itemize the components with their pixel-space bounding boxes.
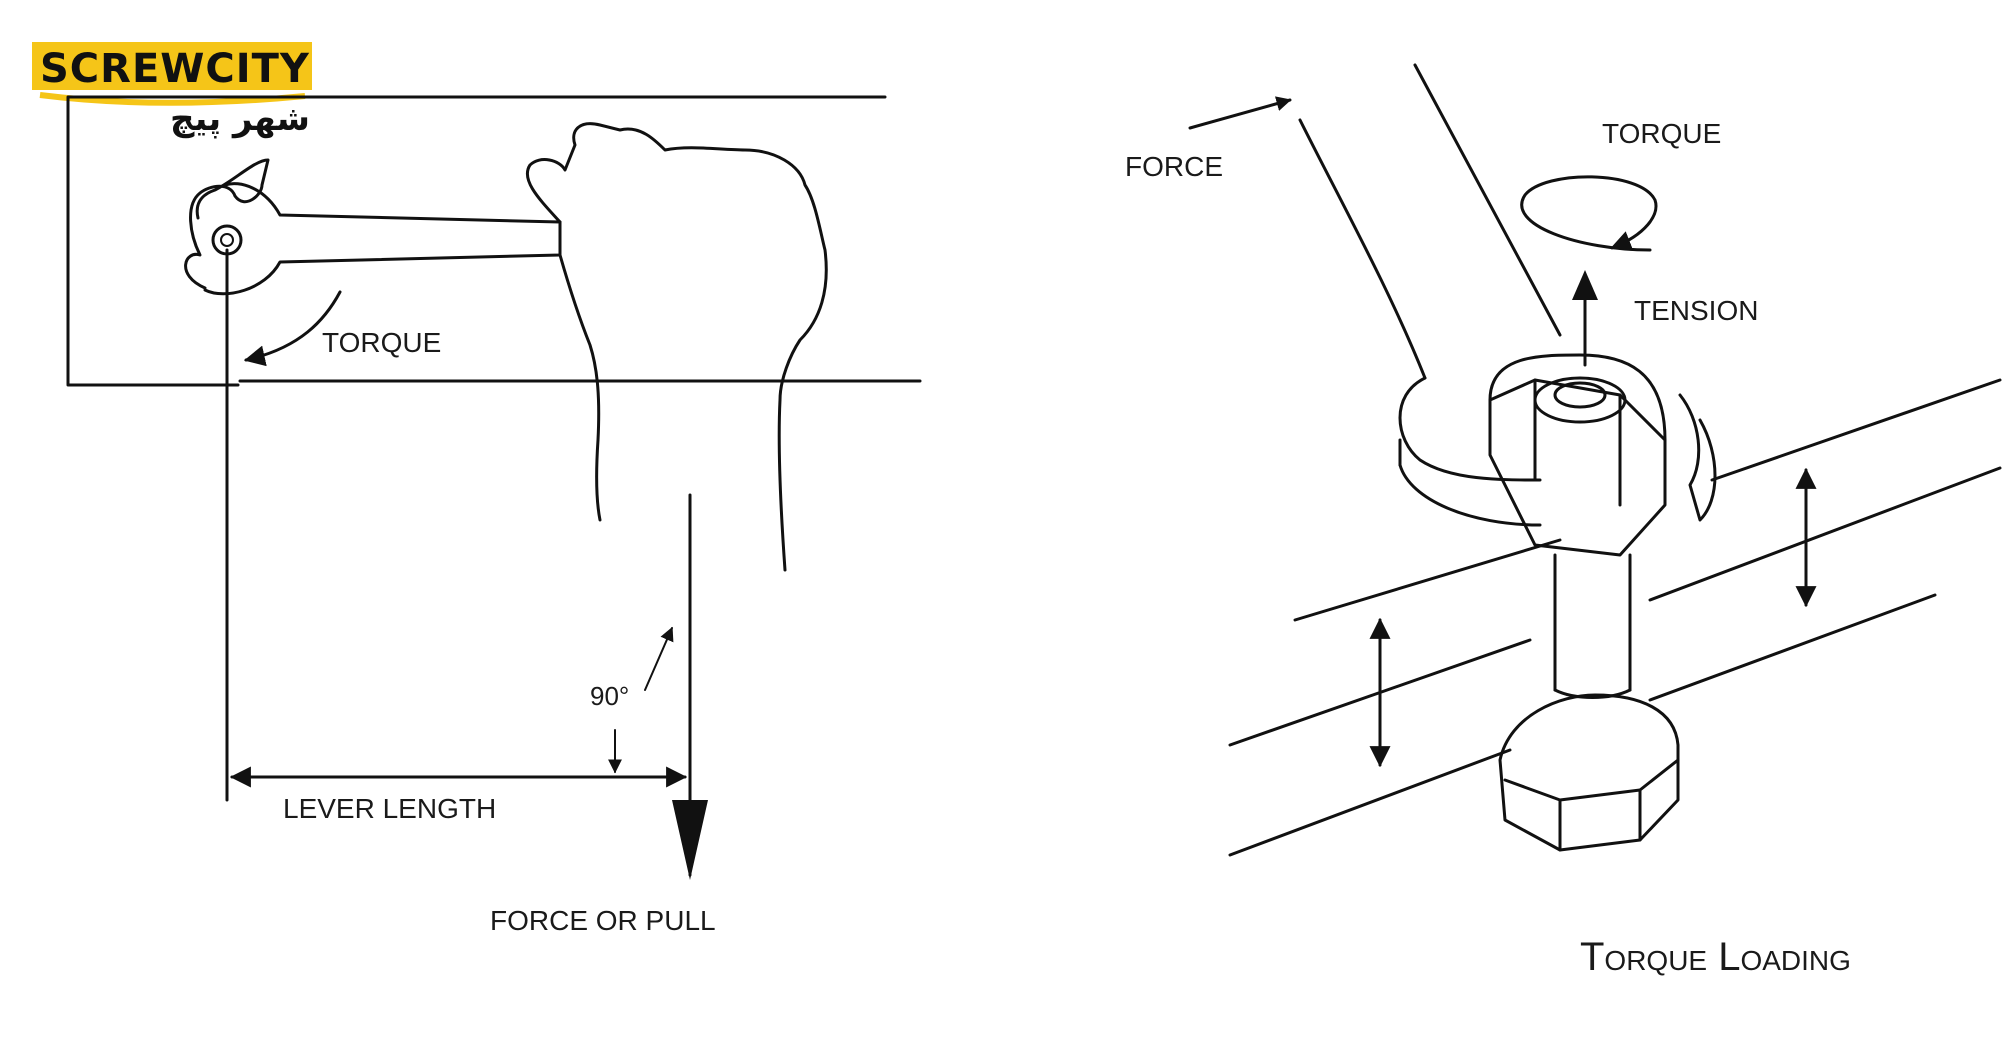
tension-arrowhead: [1572, 270, 1598, 300]
screwcity-logo: SCREWCITY شهر پیچ: [32, 42, 312, 139]
bolt-tension-diagram: FORCE TORQUE TENSION: [1125, 63, 2002, 979]
logo-wordmark: SCREWCITY: [40, 46, 310, 92]
wrench-ring-right: [1678, 393, 1717, 522]
top-nut-facets: [1533, 378, 1622, 507]
force-label: FORCE: [1125, 151, 1223, 182]
wrench-line-right: [1413, 63, 1562, 337]
angle-arrow-upper: [644, 626, 674, 691]
plate-top-left-edge: [1293, 538, 1562, 622]
force-arrow: [1188, 96, 1292, 130]
wrench-handle: [203, 182, 562, 296]
bottom-nut-facets: [1558, 788, 1642, 852]
hand-outline-left: [558, 253, 602, 522]
torque-loading-caption: Torque Loading: [1580, 935, 1851, 979]
hand-outline-right: [525, 122, 828, 572]
wrench-line-left: [1298, 118, 1427, 380]
bolt-end-inner: [1553, 381, 1607, 409]
tension-label: TENSION: [1634, 295, 1758, 326]
wrench-ring-front: [1398, 376, 1542, 482]
wrench-jaw: [184, 158, 270, 290]
lever-length-label: LEVER LENGTH: [283, 793, 496, 824]
plate-top-right-edge: [1710, 378, 2002, 482]
plate-bottom-left-edge: [1228, 748, 1512, 857]
torque-arrow: [243, 290, 342, 367]
logo-background: [32, 42, 312, 90]
bolt-end-outer: [1533, 376, 1627, 424]
wrench-ring-lower: [1398, 463, 1542, 527]
bolt-shank-bottom: [1553, 688, 1632, 699]
bolt-center: [220, 233, 234, 247]
plate-bottom-right-edge: [1648, 593, 1937, 702]
lever-diagram: TORQUE LEVER LENGTH 90° FORCE OR PULL: [66, 95, 922, 936]
bottom-nut-body: [1498, 693, 1680, 852]
logo-arabic-text: شهر پیچ: [170, 99, 310, 139]
panel-outline: [66, 95, 887, 387]
angle-label: 90°: [590, 681, 629, 711]
wrench: [184, 158, 562, 296]
torque-label-right: TORQUE: [1602, 118, 1721, 149]
top-nut-top-face: [1488, 353, 1667, 442]
torque-rotation-arrow: [1520, 175, 1658, 252]
bottom-nut-facet-line: [1503, 758, 1680, 802]
force-arrowhead: [672, 800, 708, 880]
force-or-pull-label: FORCE OR PULL: [490, 905, 716, 936]
plate-middle-right-edge: [1648, 466, 2002, 602]
torque-label-left: TORQUE: [322, 327, 441, 358]
